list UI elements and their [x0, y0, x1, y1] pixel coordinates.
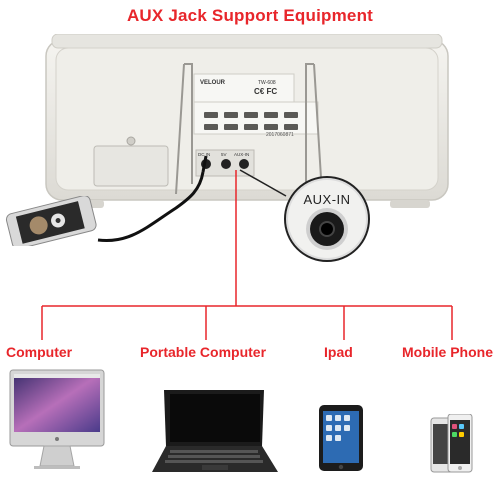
aux-in-callout: AUX-IN: [284, 176, 370, 262]
smartphone-music-icon: [5, 196, 97, 246]
ipad-icon: [319, 405, 363, 471]
device-serial: 2017060871: [266, 132, 294, 138]
page-title: AUX Jack Support Equipment: [126, 6, 374, 25]
laptop-icon: [152, 390, 278, 472]
ce-fcc-mark: C€ FC: [254, 87, 277, 96]
aux-in-label: AUX-IN: [303, 192, 351, 207]
port-label-dc: DC IN: [198, 152, 210, 157]
clock-radio-back-panel: VELOUR TW-608 2017060871 DC IN 5V AUX-IN…: [45, 34, 449, 208]
device-model: TW-608: [258, 80, 276, 86]
category-mobile-phone: Mobile Phone: [402, 344, 493, 360]
aux-jack-icon: [310, 212, 344, 246]
category-portable-computer: Portable Computer: [140, 344, 267, 360]
imac-computer-icon: [9, 369, 105, 469]
port-label-5v: 5V: [221, 152, 227, 157]
device-brand: VELOUR: [200, 80, 226, 86]
category-ipad: Ipad: [324, 344, 353, 360]
category-computer: Computer: [6, 344, 73, 360]
port-label-aux: AUX-IN: [234, 152, 249, 157]
smartphone-icon: [430, 414, 473, 473]
